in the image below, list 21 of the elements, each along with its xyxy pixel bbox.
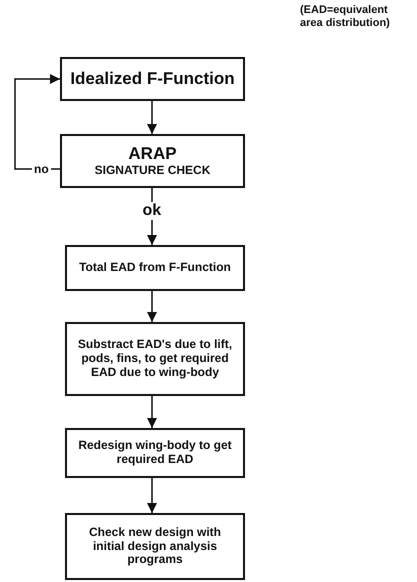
- process-box: [65, 428, 245, 478]
- box-text: ARAP: [127, 144, 178, 164]
- box-text: Substract EAD's due to lift, pods, fins, to get required EAD due to wing-body: [76, 338, 234, 380]
- process-box: [65, 513, 245, 580]
- arrow: [147, 396, 157, 428]
- arrow: [147, 101, 157, 134]
- box-text: Check new design with initial design analysis programs: [88, 526, 222, 568]
- process-box: [60, 57, 245, 101]
- arrow: [14, 74, 60, 170]
- process-box: [65, 322, 245, 396]
- note-text: (EAD=equivalent area distribution): [300, 4, 391, 30]
- box-subtext: SIGNATURE CHECK: [94, 164, 212, 178]
- arrow: [147, 188, 157, 245]
- arrow: [147, 478, 157, 513]
- box-text: Idealized F-Function: [69, 69, 236, 89]
- edge-label: ok: [140, 202, 164, 220]
- arrow: [147, 291, 157, 322]
- box-text: Total EAD from F-Function: [78, 261, 232, 275]
- process-box: [65, 245, 245, 291]
- check-box: [60, 134, 245, 188]
- box-text: Redesign wing-body to get required EAD: [77, 439, 233, 467]
